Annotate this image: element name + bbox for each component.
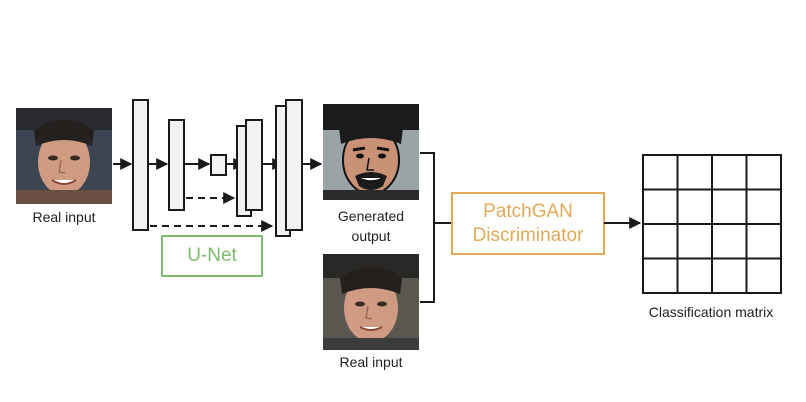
left-input-label: Real input (32, 209, 96, 225)
bracket-connector (420, 152, 435, 303)
matrix-cell (642, 257, 679, 294)
matrix-cell (676, 257, 713, 294)
generated-output-image (323, 104, 419, 200)
matrix-cell (642, 223, 679, 260)
comic-face-icon (323, 104, 419, 200)
matrix-cell (676, 223, 713, 260)
discriminator-box (451, 192, 605, 255)
real-input-image-bottom (323, 254, 419, 350)
face-photo-icon (16, 108, 112, 204)
matrix-cell (745, 257, 782, 294)
unet-label: U-Net (187, 245, 237, 266)
matrix-cell (745, 223, 782, 260)
unet-encoder-layer-1 (132, 99, 149, 231)
discriminator-label: PatchGAN Discriminator (472, 200, 584, 246)
matrix-cell (711, 154, 748, 191)
face-photo-icon (323, 254, 419, 350)
matrix-label: Classification matrix (648, 304, 774, 320)
matrix-cell (642, 188, 679, 225)
matrix-cell (711, 223, 748, 260)
real-input-image-left (16, 108, 112, 204)
classification-matrix (642, 154, 782, 294)
unet-encoder-layer-2 (168, 119, 185, 211)
unet-bottleneck-layer (210, 154, 227, 176)
matrix-cell (676, 154, 713, 191)
matrix-cell (711, 188, 748, 225)
matrix-cell (642, 154, 679, 191)
matrix-cell (676, 188, 713, 225)
unet-decoder-layer-1b (245, 119, 263, 211)
matrix-cell (745, 154, 782, 191)
unet-decoder-layer-2b (285, 99, 303, 231)
generated-output-label: Generated output (337, 208, 405, 244)
matrix-cell (745, 188, 782, 225)
bottom-input-label: Real input (339, 354, 403, 370)
unet-label-box (161, 235, 263, 277)
matrix-cell (711, 257, 748, 294)
